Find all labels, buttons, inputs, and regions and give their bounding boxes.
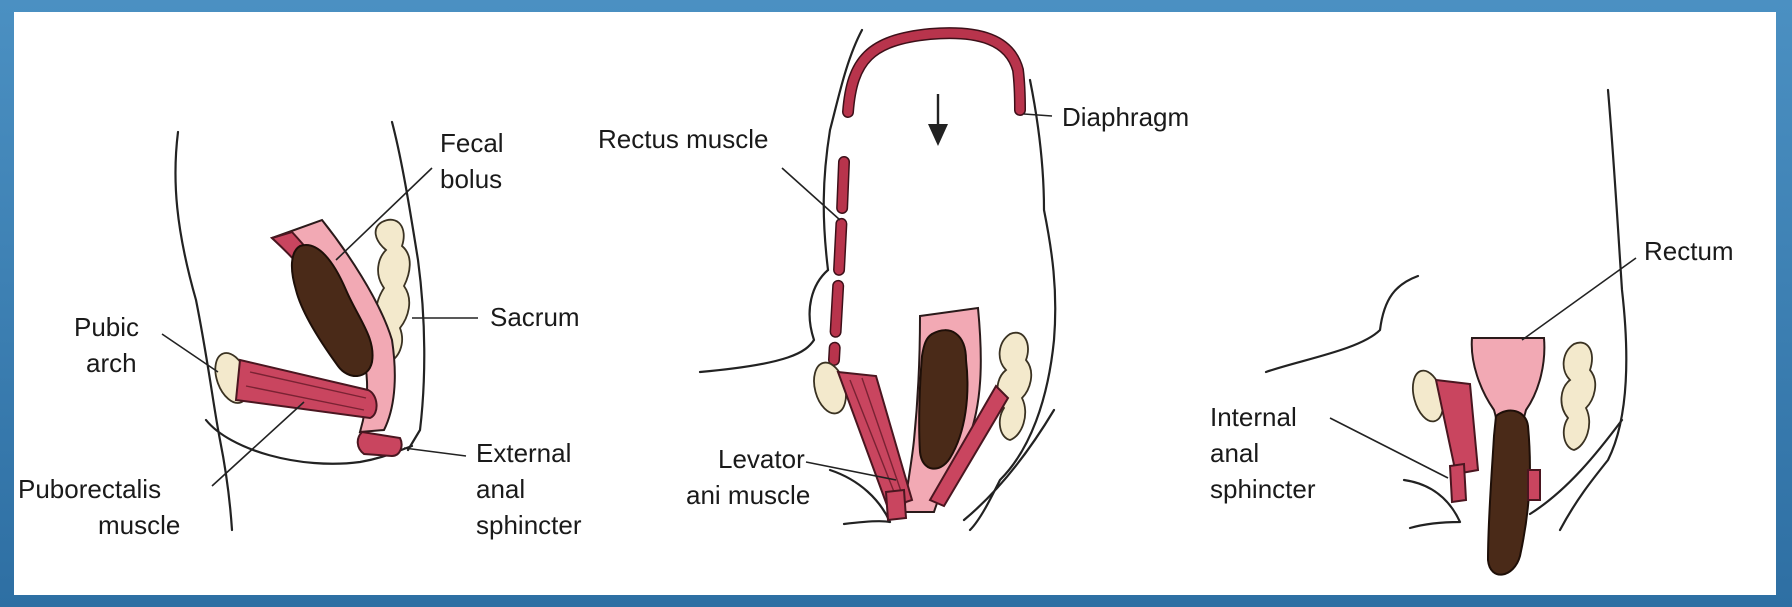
leader-internal [1330,418,1448,478]
leader-rectum [1522,258,1636,340]
label-internal-line1: Internal [1210,402,1297,432]
label-rectus: Rectus muscle [598,124,769,154]
external-sphincter-2 [886,490,906,520]
rectus-muscle [834,162,844,360]
leader-rectus [782,168,840,220]
levator-ani-muscle [838,372,912,508]
panel-defecation: Rectum Internal anal sphincter [1210,90,1734,575]
label-puborectalis-line2: muscle [98,510,180,540]
internal-sphincter [1450,464,1466,502]
label-internal-line2: anal [1210,438,1259,468]
label-external-line3: sphincter [476,510,582,540]
label-fecal-line1: Fecal [440,128,504,158]
back-outline-2 [970,80,1055,530]
label-external-line1: External [476,438,571,468]
label-levator-line2: ani muscle [686,480,810,510]
label-puborectalis-line1: Puborectalis [18,474,161,504]
label-sacrum: Sacrum [490,302,580,332]
label-pubic-line2: arch [86,348,137,378]
label-rectum: Rectum [1644,236,1734,266]
sacrum-bone-3 [1561,343,1595,450]
body-outline [175,132,232,530]
label-diaphragm: Diaphragm [1062,102,1189,132]
leader-diaphragm [1024,114,1052,116]
label-levator-line1: Levator [718,444,805,474]
fecal-stool [1488,411,1530,575]
label-internal-line3: sphincter [1210,474,1316,504]
label-pubic-line1: Pubic [74,312,139,342]
panel-straining: Rectus muscle Diaphragm Levator ani musc… [598,30,1189,530]
external-sphincter [358,432,402,456]
label-external-line2: anal [476,474,525,504]
internal-sphincter-right [1528,470,1540,500]
panel-rest: Fecal bolus Sacrum Pubic arch Puborectal… [18,122,582,540]
back-outline-3 [1560,90,1626,530]
puborectalis-3 [1436,380,1478,474]
leader-puborectalis [212,402,304,486]
sacrum-bone-2 [997,333,1031,440]
abdomen-outline-3 [1266,276,1418,372]
leader-pubic-arch [162,334,218,372]
label-fecal-line2: bolus [440,164,502,194]
abdomen-bulge [700,270,828,372]
leader-external [404,448,466,456]
pressure-arrow-head [928,124,948,146]
